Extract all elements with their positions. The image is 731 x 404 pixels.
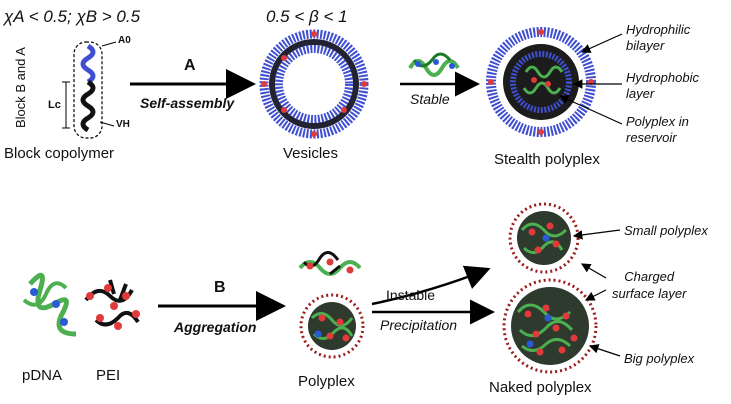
arrow-instable bbox=[371, 265, 491, 306]
callout-big-polyplex: Big polyplex bbox=[624, 351, 695, 366]
block-copolymer-icon bbox=[62, 41, 117, 139]
vh-label: VH bbox=[116, 119, 130, 130]
pdna-label: pDNA bbox=[22, 367, 63, 384]
vesicle-icon bbox=[259, 29, 369, 139]
big-polyplex-icon bbox=[502, 278, 598, 374]
free-polyplex-icon bbox=[408, 52, 460, 77]
arrow-b-letter: B bbox=[214, 279, 226, 296]
callout-charged-surface: Charged surface layer bbox=[612, 268, 686, 302]
arrow-a-letter: A bbox=[184, 57, 196, 74]
callout-small-polyplex: Small polyplex bbox=[624, 223, 708, 238]
copolymer-axis-label: Block B and A bbox=[13, 47, 28, 128]
polyplex-label: Polyplex bbox=[298, 373, 355, 390]
callout-hydrophilic-bilayer: Hydrophilic bilayer bbox=[626, 22, 690, 54]
small-polyplex-icon bbox=[508, 202, 580, 274]
callout-polyplex-reservoir: Polyplex in reservoir bbox=[626, 114, 689, 146]
chi-condition: χA < 0.5; χB > 0.5 bbox=[4, 7, 141, 26]
callout-reservoir-line1: Polyplex in bbox=[626, 114, 689, 129]
stable-label: Stable bbox=[410, 91, 450, 107]
callout-charged-line2: surface layer bbox=[612, 286, 687, 301]
pdna-icon bbox=[22, 272, 77, 337]
callout-charged-line1: Charged bbox=[624, 269, 675, 284]
block-copolymer-label: Block copolymer bbox=[4, 145, 115, 162]
naked-polyplex-label: Naked polyplex bbox=[489, 379, 592, 396]
pei-label: PEI bbox=[96, 367, 121, 384]
beta-condition: 0.5 < β < 1 bbox=[266, 7, 348, 26]
stealth-polyplex-icon bbox=[486, 27, 596, 137]
self-assembly-caption: Self-assembly bbox=[140, 95, 235, 111]
callout-hydrophilic-line1: Hydrophilic bbox=[626, 22, 691, 37]
polyplex-icon bbox=[298, 251, 365, 359]
precipitation-label: Precipitation bbox=[380, 317, 458, 333]
aggregation-caption: Aggregation bbox=[174, 319, 257, 335]
callout-hydrophobic-layer: Hydrophobic layer bbox=[626, 70, 699, 102]
callout-hydrophobic-line2: layer bbox=[626, 86, 655, 101]
lc-label: Lc bbox=[48, 99, 61, 111]
callout-hydrophilic-line2: bilayer bbox=[626, 38, 665, 53]
callout-hydrophobic-line1: Hydrophobic bbox=[626, 70, 699, 85]
callout-reservoir-line2: reservoir bbox=[626, 130, 677, 145]
stealth-polyplex-label: Stealth polyplex bbox=[494, 151, 600, 168]
vesicles-label: Vesicles bbox=[283, 145, 339, 162]
instable-label: Instable bbox=[386, 287, 436, 303]
pei-icon bbox=[84, 279, 140, 330]
a0-label: A0 bbox=[118, 35, 131, 46]
